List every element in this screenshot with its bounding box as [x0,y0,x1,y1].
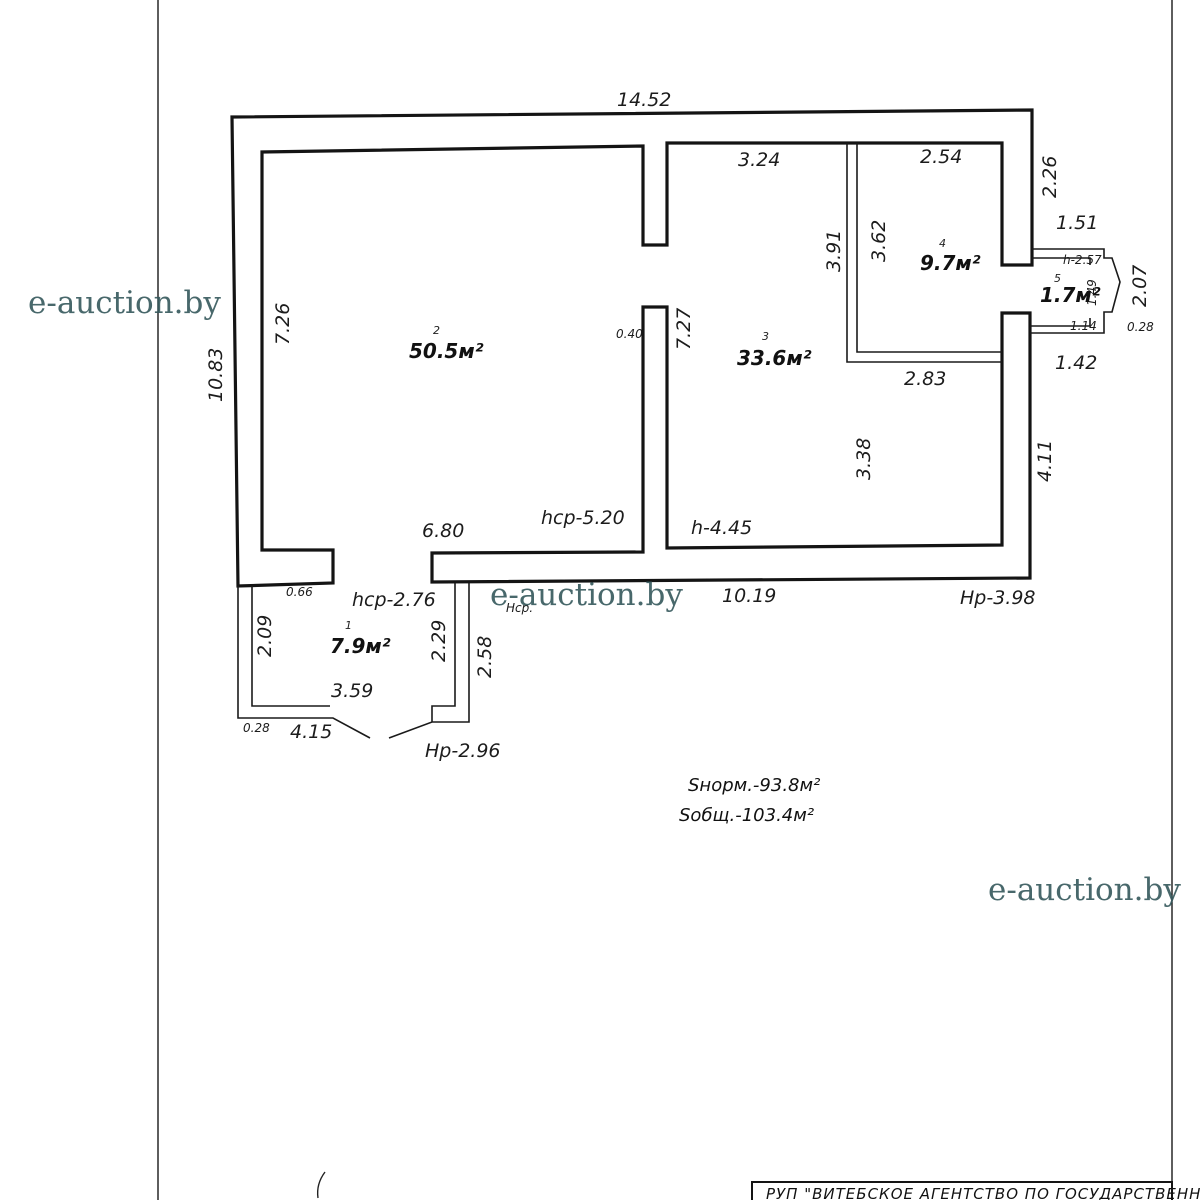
dim-porch-inner: 1.49 [1085,279,1099,306]
watermark-center: e-auction.by [490,577,683,613]
dim-room2-left: 7.26 [272,303,294,345]
dim-room3-wall: 7.27 [673,308,695,350]
watermark-left: e-auction.by [28,285,221,321]
dim-hp-porch: Hp-2.96 [425,740,501,762]
porch-right [1030,248,1121,334]
dim-room1-right-b: 2.58 [474,636,496,678]
dim-room1-bottom: 4.15 [290,721,332,743]
room-3-area: 33.6м² [737,346,812,370]
dim-partition: 0.40 [616,327,643,341]
dim-room1-right-a: 2.29 [428,620,450,662]
dim-right-lower: 4.11 [1034,440,1056,482]
dim-right-top: 2.26 [1039,156,1061,198]
dim-bottom-total: 10.19 [722,585,776,607]
dim-room1-left: 2.09 [254,615,276,657]
dim-room3-left-b: 3.62 [868,220,890,262]
dim-room3-height: 3.38 [853,438,875,480]
room-5-area: 1.7м² [1040,283,1101,307]
dim-room4-bottom: 1.42 [1055,352,1097,374]
dim-room2-h: hср-5.20 [541,507,625,529]
dim-porch-bottom: 1.14 [1070,319,1097,333]
dim-room1-inner-bottom: 3.59 [331,680,373,702]
room-5-number: 5 [1054,272,1061,285]
title-block [751,1181,1173,1200]
dim-left-total: 10.83 [205,348,227,402]
dim-hp-right: Hp-3.98 [960,587,1036,609]
room-4-number: 4 [939,237,946,250]
summary-s-norm: Sнорм.-93.8м² [688,775,820,796]
dim-room3-h: h-4.45 [691,517,752,539]
watermark-right: e-auction.by [988,872,1181,908]
dim-room1-wall: 0.28 [243,721,270,735]
dim-room3-top: 3.24 [738,149,780,171]
note-hsr: Hср. [506,601,533,615]
dim-porch-height-label: h-2.57 [1063,253,1102,267]
room-2-number: 2 [433,324,440,337]
dim-top-total: 14.52 [617,89,671,111]
dim-room1-h: hср-2.76 [352,589,436,611]
room-1-number: 1 [345,619,352,632]
room4-partition [846,143,1002,363]
room-3-number: 3 [762,330,769,343]
dim-room4-top: 2.54 [920,146,962,168]
dim-room1-notch: 0.66 [286,585,313,599]
dim-room3-mid: 2.83 [904,368,946,390]
dim-porch-top: 1.51 [1056,212,1098,234]
room-1-area: 7.9м² [330,634,391,658]
room-4-area: 9.7м² [920,251,981,275]
dim-room2-bottom: 6.80 [422,520,464,542]
pen-mark [316,1171,326,1199]
dim-porch-height: 2.07 [1129,265,1151,307]
dim-room3-left-a: 3.91 [823,230,845,272]
title-block-text: РУП "ВИТЕБСКОЕ АГЕНТСТВО ПО ГОСУДАРСТВЕН… [766,1184,1200,1200]
outer-wall-lower [430,305,1032,584]
dim-porch-wall: 0.28 [1127,320,1154,334]
outer-wall-main [230,108,1034,588]
summary-s-total: Sобщ.-103.4м² [679,805,814,826]
room-2-area: 50.5м² [409,339,484,363]
entrance-vestibule [237,583,470,739]
